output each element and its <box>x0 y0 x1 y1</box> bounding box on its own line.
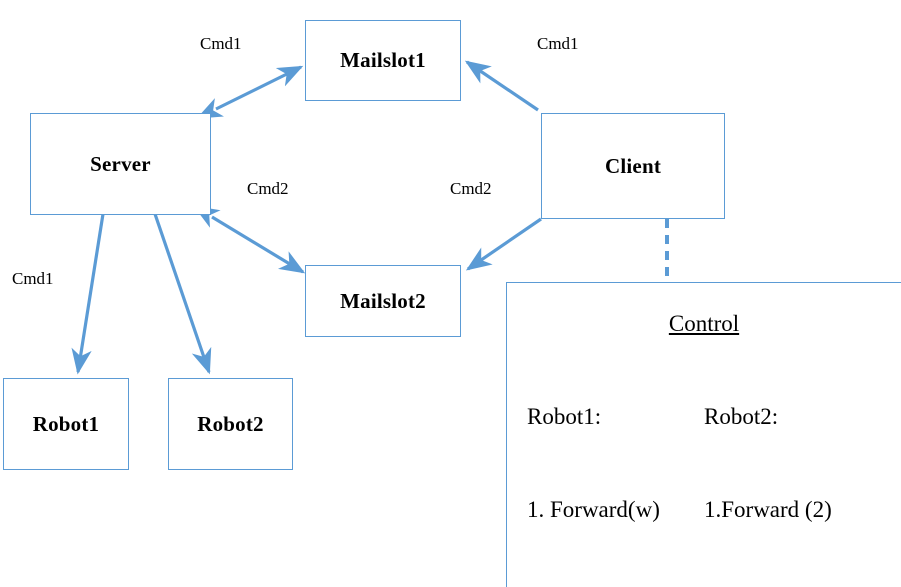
edge-server-mailslot2 <box>193 205 306 274</box>
node-client[interactable]: Client <box>541 113 725 219</box>
control-panel: Control Robot1: 1. Forward(w) 2. Back (s… <box>506 282 901 587</box>
node-server[interactable]: Server <box>30 113 211 215</box>
node-mailslot2[interactable]: Mailslot2 <box>305 265 461 337</box>
control-column2-header: Robot2: <box>704 404 779 429</box>
node-mailslot2-label: Mailslot2 <box>340 288 426 313</box>
edge-label-cmd1-server-robots: Cmd1 <box>12 269 54 288</box>
node-client-label: Client <box>604 153 662 178</box>
node-robot2-label: Robot2 <box>197 411 264 436</box>
edge-server-robot2 <box>153 213 212 375</box>
edge-client-mailslot2 <box>465 217 542 271</box>
control-panel-title: Control <box>668 311 740 336</box>
edge-label-cmd2-server-mailslot2: Cmd2 <box>247 179 289 198</box>
node-robot2[interactable]: Robot2 <box>168 378 293 470</box>
node-mailslot1-label: Mailslot1 <box>340 48 426 72</box>
control-panel-column-robot1: Robot1: 1. Forward(w) 2. Back (s) 3. Rig… <box>527 339 660 587</box>
node-robot1-label: Robot1 <box>32 411 100 436</box>
node-mailslot1[interactable]: Mailslot1 <box>305 20 461 101</box>
control-column2-item-1: 1.Forward (2) <box>704 497 832 522</box>
edge-server-robot1 <box>71 213 105 375</box>
edge-label-cmd2-client-mailslot2: Cmd2 <box>450 179 492 198</box>
edge-client-mailslot1 <box>464 60 539 112</box>
edge-label-cmd1-client-mailslot1: Cmd1 <box>537 34 579 53</box>
edge-server-mailslot1 <box>196 65 304 119</box>
control-column1-header: Robot1: <box>527 404 602 429</box>
node-robot1[interactable]: Robot1 <box>3 378 129 470</box>
edge-label-cmd1-server-mailslot1: Cmd1 <box>200 34 242 53</box>
control-panel-column-robot2: Robot2: 1.Forward (2) 2.Back (8) 3.Right… <box>704 339 832 587</box>
node-server-label: Server <box>90 151 151 176</box>
control-column1-item-1: 1. Forward(w) <box>527 497 660 522</box>
